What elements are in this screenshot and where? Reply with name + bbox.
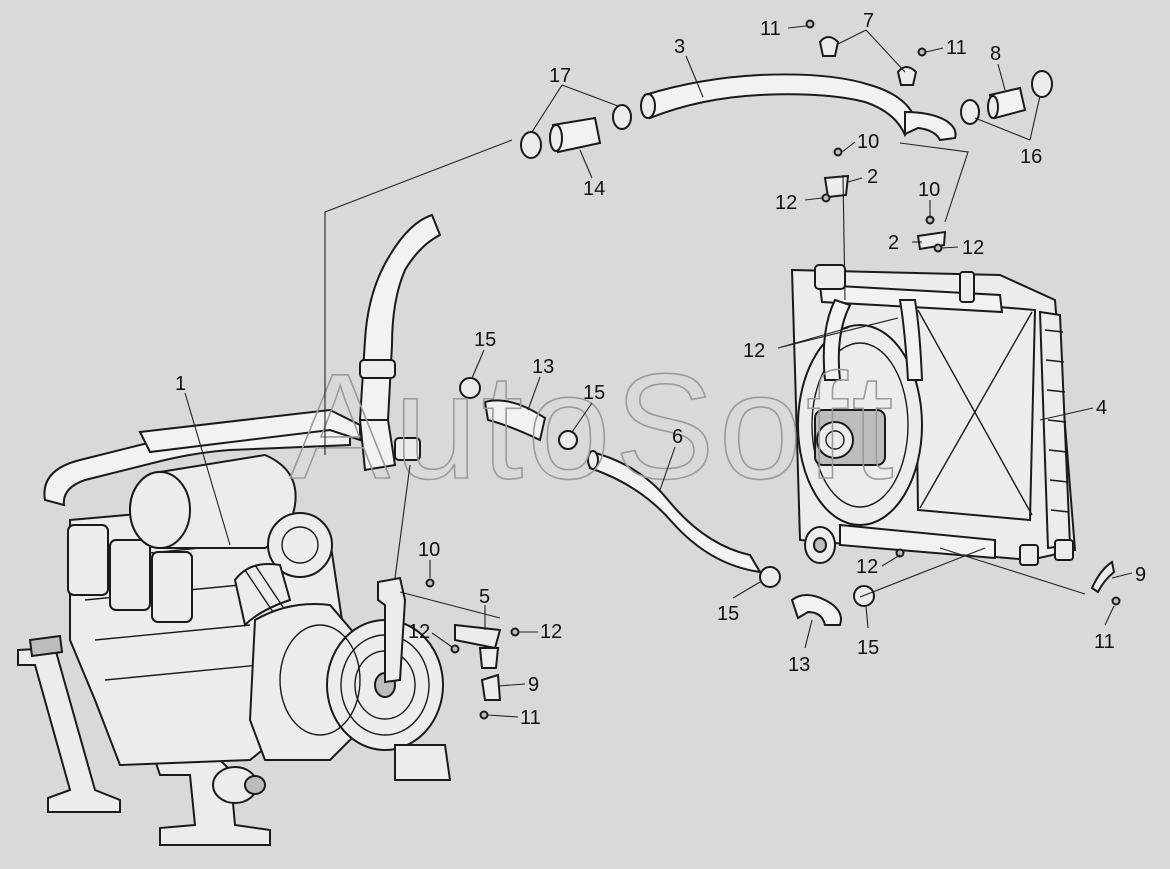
callout-15-upper: 15 xyxy=(474,329,496,351)
callout-15-mid: 15 xyxy=(583,382,605,404)
callout-12-radiator: 12 xyxy=(743,340,765,362)
leader-lines xyxy=(184,25,1133,718)
callout-4: 4 xyxy=(1096,397,1107,419)
callout-10-mid: 10 xyxy=(918,179,940,201)
radiator-assembly xyxy=(790,264,1077,566)
callout-12-engine-right: 12 xyxy=(540,621,562,643)
callout-11-top-right: 11 xyxy=(946,37,967,59)
callout-11-radiator: 11 xyxy=(1094,631,1115,653)
callout-11-top-left: 11 xyxy=(760,18,781,40)
callout-2-lower: 2 xyxy=(888,232,899,254)
callout-11-engine: 11 xyxy=(520,707,541,729)
callout-13-lower: 13 xyxy=(788,654,810,676)
callout-labels: 1 2 2 3 4 5 6 7 8 9 9 10 10 10 11 11 11 … xyxy=(175,10,1146,729)
callout-10-engine: 10 xyxy=(418,539,440,561)
callout-5: 5 xyxy=(479,586,490,608)
callout-10-top: 10 xyxy=(857,131,879,153)
callout-6: 6 xyxy=(672,426,683,448)
callout-12-upper-right: 12 xyxy=(962,237,984,259)
callout-2-upper: 2 xyxy=(867,166,878,188)
callout-9-engine: 9 xyxy=(528,674,539,696)
lower-hoses xyxy=(459,377,1121,626)
callout-13-upper: 13 xyxy=(532,356,554,378)
callout-15-lower-left: 15 xyxy=(717,603,739,625)
callout-14: 14 xyxy=(583,178,605,200)
callout-12-lower: 12 xyxy=(856,556,878,578)
callout-9-radiator: 9 xyxy=(1135,564,1146,586)
callout-12-top: 12 xyxy=(775,192,797,214)
engine-assembly xyxy=(17,213,520,846)
watermark-text: AutoSoft xyxy=(290,342,897,510)
callout-12-engine-left: 12 xyxy=(408,621,430,643)
callout-16: 16 xyxy=(1020,146,1042,168)
upper-pipe xyxy=(520,19,1053,253)
callout-15-lower-right: 15 xyxy=(857,637,879,659)
callout-3: 3 xyxy=(674,36,685,58)
callout-7: 7 xyxy=(863,10,874,32)
callout-1: 1 xyxy=(175,373,186,395)
callout-17: 17 xyxy=(549,65,571,87)
callout-8: 8 xyxy=(990,43,1001,65)
